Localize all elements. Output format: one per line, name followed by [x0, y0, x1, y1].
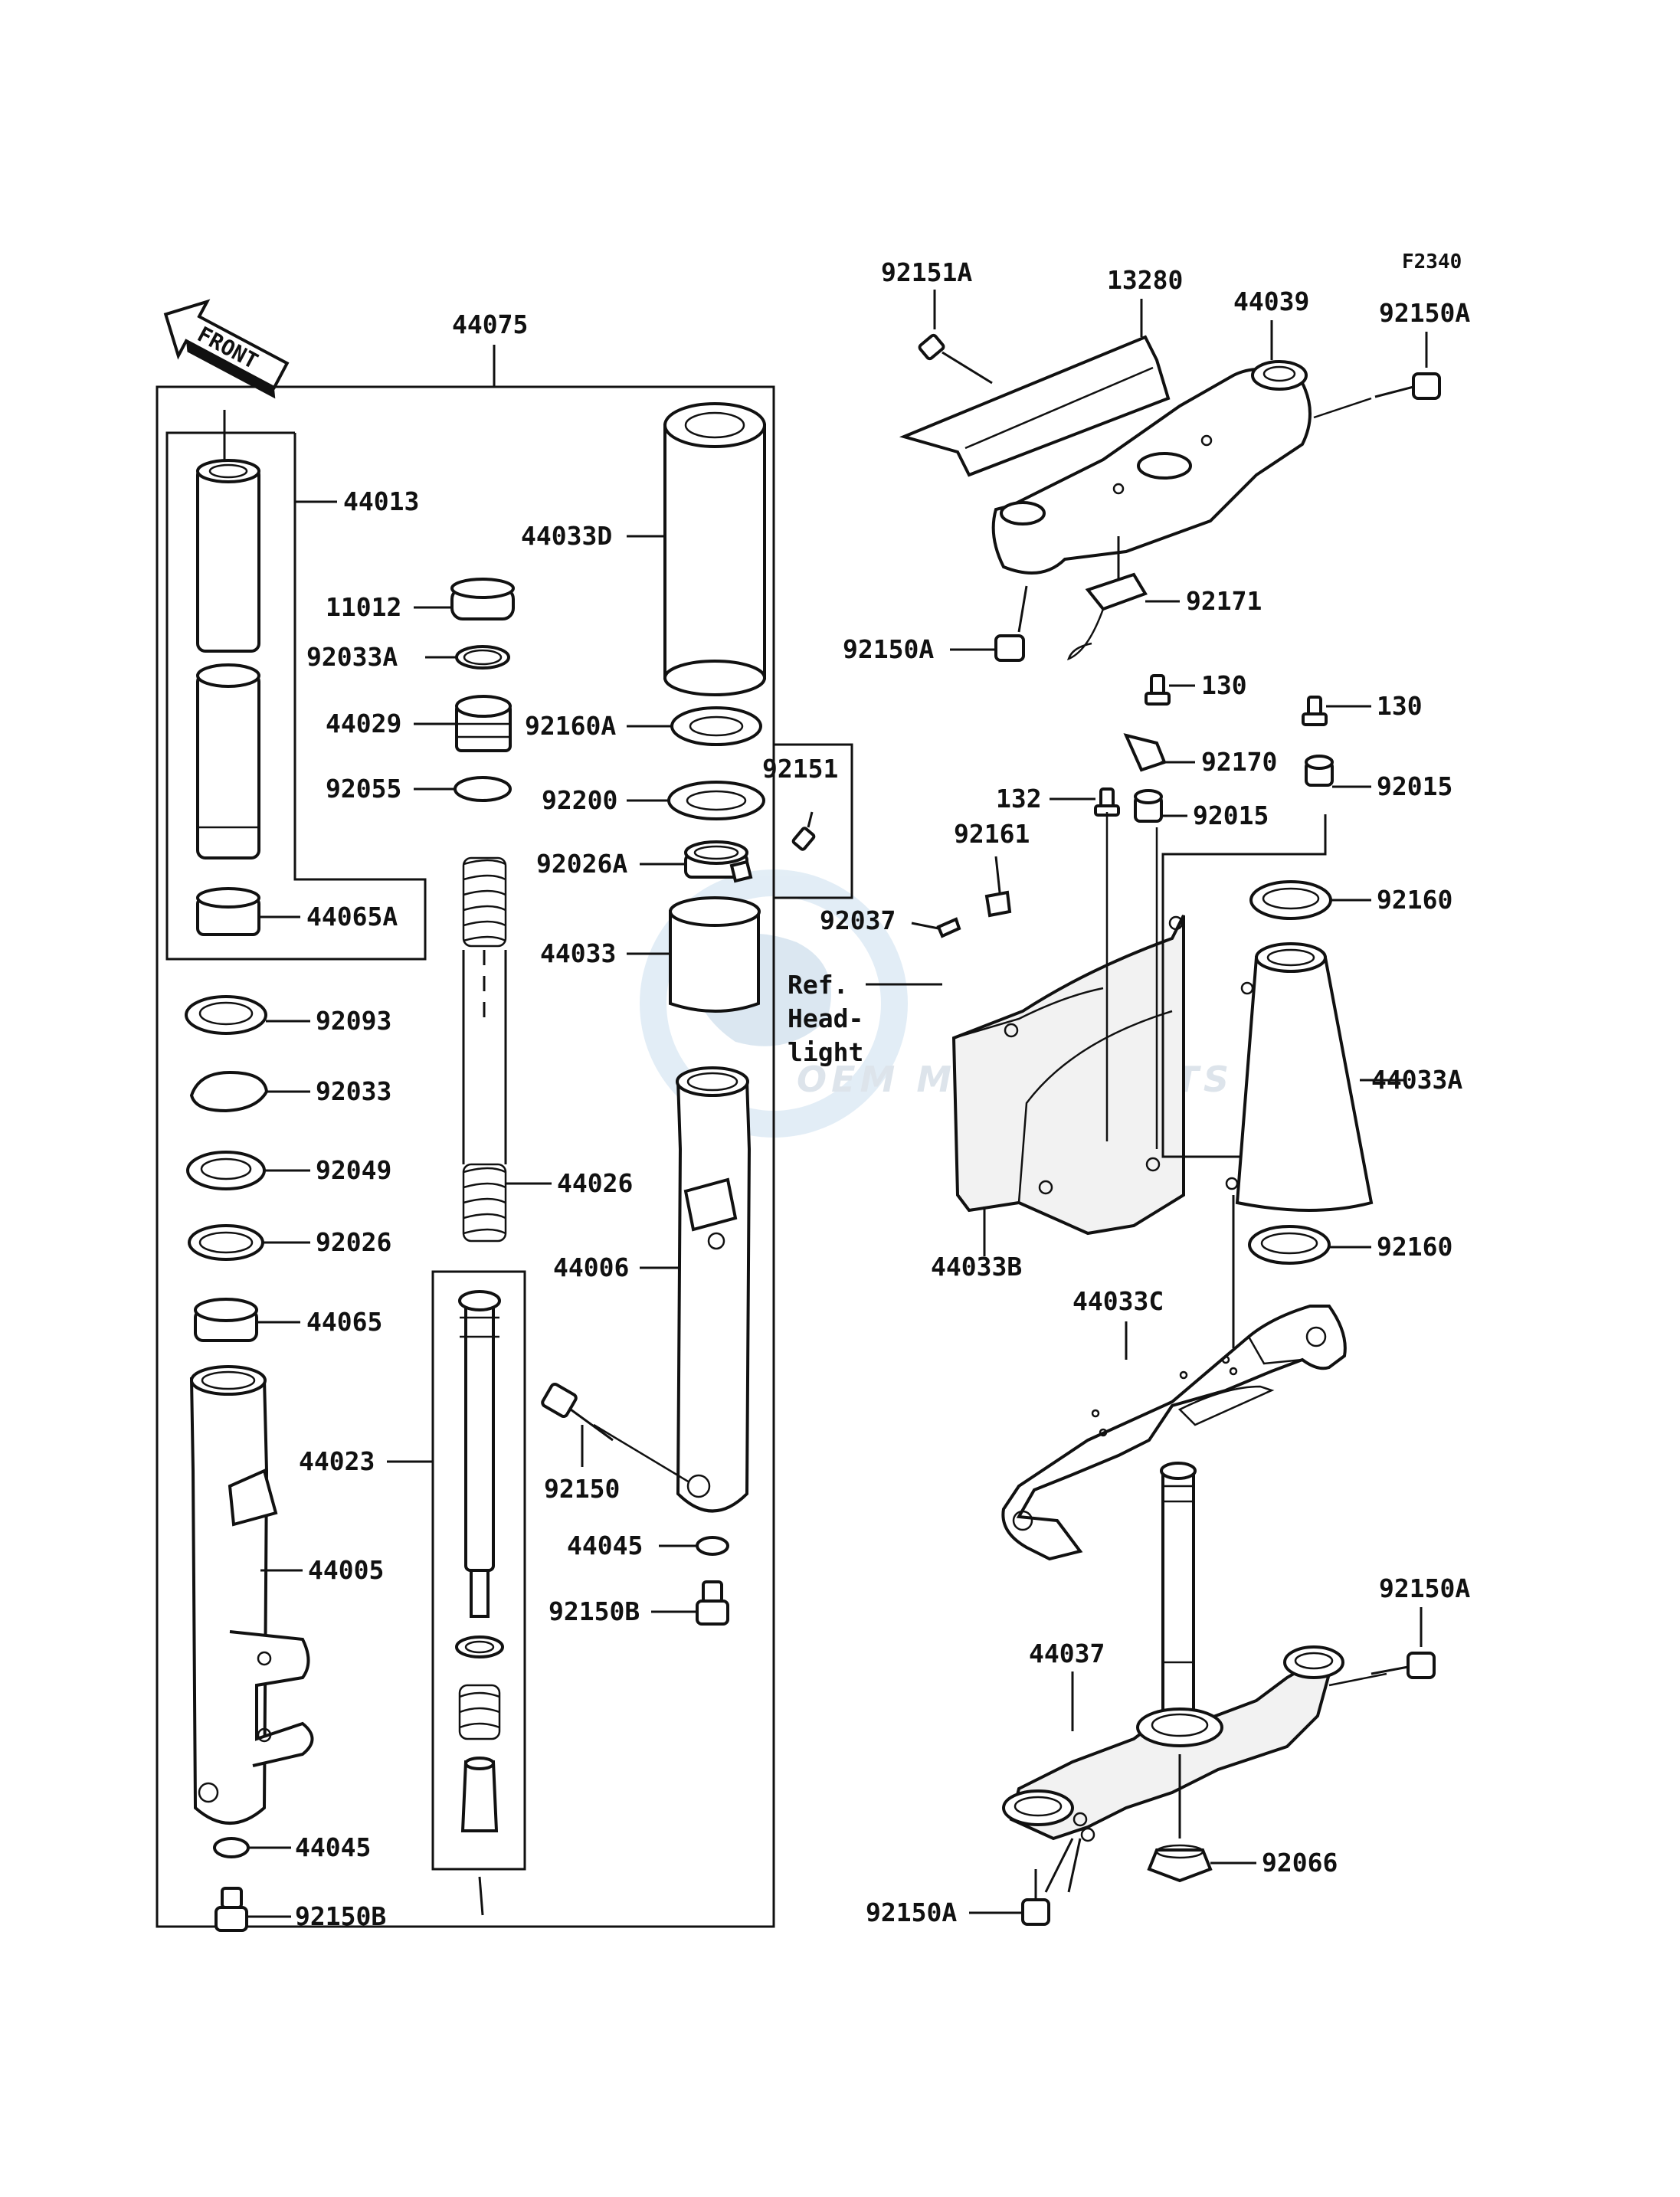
label-92033A: 92033A: [306, 642, 398, 672]
note-ref-line2: Head-: [788, 1004, 863, 1033]
upper-bracket-assembly: 92151A 13280 44039 92150A 92171 92150A: [843, 257, 1470, 664]
label-92055: 92055: [326, 774, 401, 804]
label-92161: 92161: [954, 819, 1030, 849]
label-92015-a: 92015: [1193, 801, 1269, 830]
label-44005: 44005: [308, 1555, 384, 1585]
label-92015-b: 92015: [1377, 771, 1452, 801]
label-13280: 13280: [1107, 265, 1183, 295]
label-130-a: 130: [1201, 670, 1247, 700]
label-92093: 92093: [316, 1006, 391, 1036]
figure-code: F2340: [1402, 250, 1462, 273]
outer-tube-right: 44006 92150 44045 92150B: [541, 1066, 752, 1626]
label-92151: 92151: [762, 754, 838, 784]
label-92200: 92200: [542, 785, 617, 815]
label-92150A-1: 92150A: [1379, 298, 1470, 328]
label-44037: 44037: [1029, 1639, 1105, 1668]
label-92049: 92049: [316, 1155, 391, 1185]
label-44033C: 44033C: [1073, 1286, 1164, 1316]
label-44013: 44013: [343, 486, 419, 516]
label-92066: 92066: [1262, 1848, 1338, 1878]
fork-assembly-frame: 44075: [156, 309, 775, 1928]
note-ref-line3: light: [788, 1037, 863, 1067]
label-92150A-2: 92150A: [843, 634, 934, 664]
label-44026: 44026: [557, 1168, 633, 1198]
label-92150B-left: 92150B: [295, 1901, 386, 1931]
label-44039: 44039: [1233, 286, 1309, 316]
fork-cover-column: 44033D 92160A 92200 92026A 92151 44033: [521, 402, 853, 1013]
label-92150A-4: 92150A: [866, 1897, 957, 1927]
label-44065: 44065: [306, 1307, 382, 1337]
label-92171: 92171: [1186, 586, 1262, 616]
label-92160-top: 92160: [1377, 885, 1452, 915]
label-44033A: 44033A: [1371, 1065, 1462, 1095]
label-130-b: 130: [1377, 691, 1423, 721]
label-11012: 11012: [326, 592, 401, 622]
cap-stack: 11012 92033A 44029 92055: [306, 578, 515, 804]
label-44045-right: 44045: [567, 1531, 643, 1560]
label-92033: 92033: [316, 1076, 391, 1106]
label-44029: 44029: [326, 709, 401, 738]
label-92151A: 92151A: [881, 257, 972, 287]
label-92150A-3: 92150A: [1379, 1573, 1470, 1603]
label-44033: 44033: [540, 938, 616, 968]
fork-spring: 44026: [462, 856, 633, 1243]
label-44033B: 44033B: [931, 1252, 1022, 1282]
outer-tube-left: 44005 44045 92150B: [189, 1365, 386, 1932]
label-92160A: 92160A: [525, 711, 616, 741]
label-132: 132: [996, 784, 1042, 814]
label-92150B-right: 92150B: [549, 1596, 640, 1626]
label-44075: 44075: [452, 309, 528, 339]
damper-rod-frame: 44023: [299, 1270, 526, 1916]
label-44006: 44006: [553, 1252, 629, 1282]
label-92170: 92170: [1201, 747, 1277, 777]
inner-tube-frame: 44013 44065A: [165, 410, 427, 961]
label-92026: 92026: [316, 1227, 391, 1257]
label-92037: 92037: [820, 905, 896, 935]
note-ref-line1: Ref.: [788, 970, 848, 1000]
label-92160-bottom: 92160: [1377, 1232, 1452, 1262]
label-44033D: 44033D: [521, 521, 612, 551]
label-92026A: 92026A: [536, 849, 627, 879]
label-92150: 92150: [544, 1474, 620, 1504]
label-44065A: 44065A: [306, 902, 398, 932]
seal-stack: 92093 92033 92049 92026 44065: [185, 995, 391, 1342]
label-44023: 44023: [299, 1446, 375, 1476]
steering-stem: 44037 92150A 92066 92150A: [866, 1462, 1470, 1927]
headlight-housing-area: 130 130 92170 92015 132 92015 92161 9203…: [788, 670, 1462, 1348]
lower-cover: 44033C: [1001, 1286, 1347, 1561]
label-44045-left: 44045: [295, 1832, 371, 1862]
